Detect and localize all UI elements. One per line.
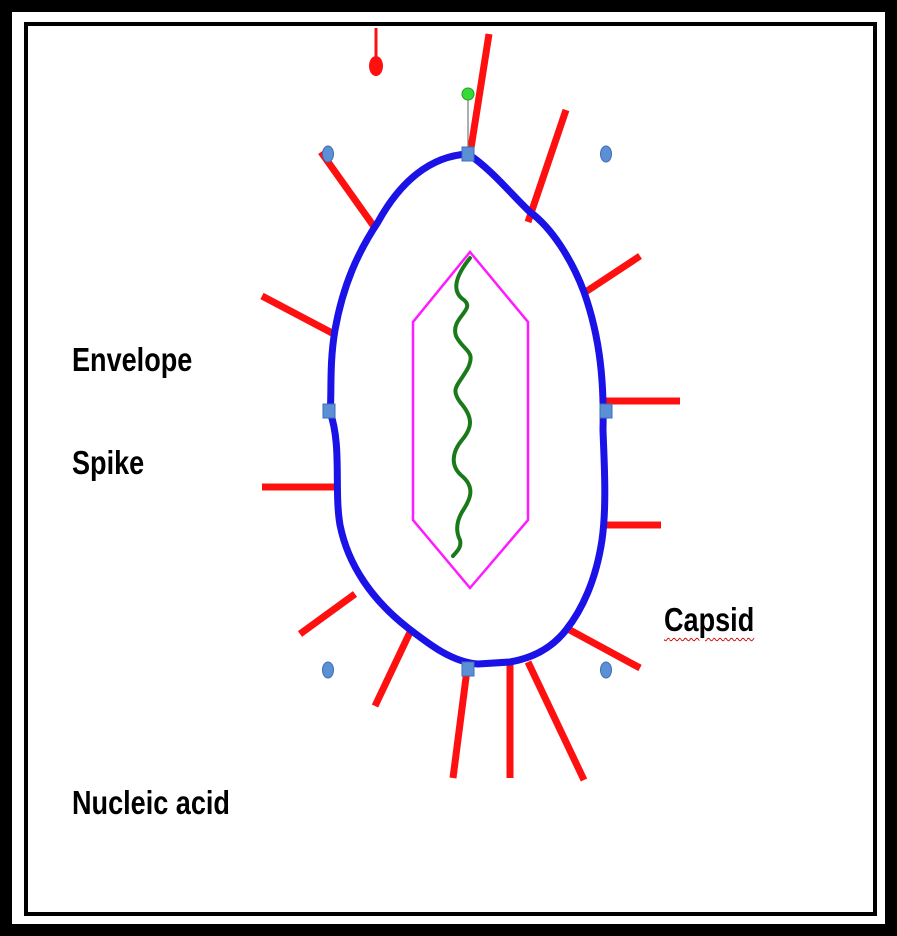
spike — [375, 628, 412, 706]
resize-handle-left[interactable] — [323, 404, 335, 418]
spike — [528, 662, 584, 780]
resize-handle-bottom-right[interactable] — [601, 662, 612, 678]
spike — [321, 152, 375, 228]
label-capsid: Capsid — [664, 601, 754, 639]
label-spike: Spike — [72, 444, 144, 482]
spike — [528, 110, 566, 222]
resize-handle-top-right[interactable] — [601, 146, 612, 162]
pin-icon[interactable] — [369, 28, 383, 76]
rotate-handle-icon[interactable] — [462, 88, 474, 100]
label-nucleic-acid: Nucleic acid — [72, 784, 230, 822]
spike — [300, 594, 355, 634]
spike — [453, 662, 468, 778]
resize-handle-bottom[interactable] — [462, 662, 474, 676]
resize-handle-top[interactable] — [462, 147, 474, 161]
nucleic-acid — [453, 258, 471, 556]
resize-handle-bottom-left[interactable] — [323, 662, 334, 678]
resize-handle-right[interactable] — [600, 404, 612, 418]
virus-diagram — [30, 28, 870, 908]
resize-handle-top-left[interactable] — [323, 146, 334, 162]
label-envelope: Envelope — [72, 341, 192, 379]
spike — [584, 256, 640, 293]
spike — [262, 296, 334, 334]
